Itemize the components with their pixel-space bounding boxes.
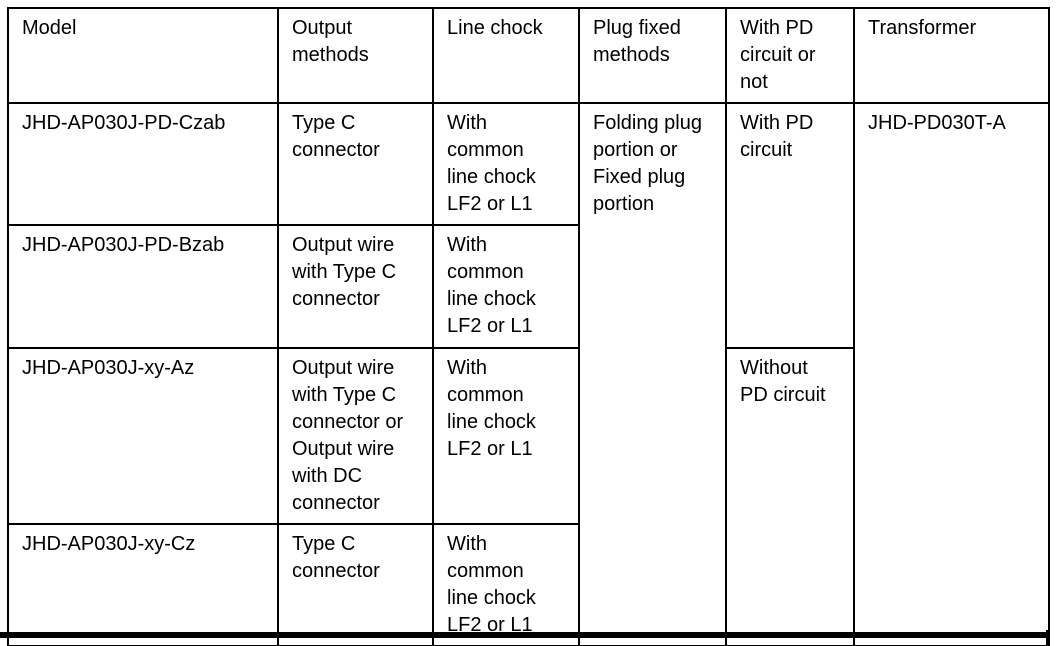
table-header-row: Model Output methods Line chock Plug fix…: [7, 7, 1050, 104]
column-header-pd-circuit: With PD circuit or not: [725, 7, 855, 104]
cell-output-1: Type C connector: [277, 102, 434, 226]
cell-plug-fixed-methods: Folding plug portion or Fixed plug porti…: [578, 102, 727, 646]
table-row: JHD-AP030J-PD-Bzab Output wire with Type…: [7, 224, 1049, 349]
cell-model-3: JHD-AP030J-xy-Az: [7, 347, 279, 525]
table-row: JHD-AP030J-PD-Czab Type C connector With…: [7, 102, 1050, 646]
cell-model-1: JHD-AP030J-PD-Czab: [7, 102, 279, 226]
column-header-plug-fixed-methods: Plug fixed methods: [578, 7, 727, 104]
cell-transformer: JHD-PD030T-A: [853, 102, 1050, 646]
table-right-border-stub: [1046, 630, 1048, 646]
cell-line-chock-4: With common line chock LF2 or L1: [432, 523, 580, 646]
column-header-output-methods: Output methods: [277, 7, 434, 104]
cell-output-2: Output wire with Type C connector: [277, 224, 434, 349]
cell-line-chock-2: With common line chock LF2 or L1: [432, 224, 580, 349]
column-header-model: Model: [7, 7, 279, 104]
cell-output-3: Output wire with Type C connector or Out…: [277, 347, 434, 525]
page-bottom-rule: [0, 632, 1048, 638]
product-spec-table: Model Output methods Line chock Plug fix…: [7, 7, 1050, 646]
cell-without-pd-circuit: Without PD circuit: [725, 347, 855, 646]
cell-with-pd-circuit: With PD circuit: [725, 102, 855, 349]
cell-model-2: JHD-AP030J-PD-Bzab: [7, 224, 279, 349]
cell-line-chock-3: With common line chock LF2 or L1: [432, 347, 580, 525]
cell-output-4: Type C connector: [277, 523, 434, 646]
table-row: JHD-AP030J-xy-Az Output wire with Type C…: [7, 347, 1049, 646]
cell-model-4: JHD-AP030J-xy-Cz: [7, 523, 279, 646]
cell-line-chock-1: With common line chock LF2 or L1: [432, 102, 580, 226]
table-row: JHD-AP030J-xy-Cz Type C connector With c…: [7, 523, 1049, 646]
column-header-line-chock: Line chock: [432, 7, 580, 104]
column-header-transformer: Transformer: [853, 7, 1050, 104]
